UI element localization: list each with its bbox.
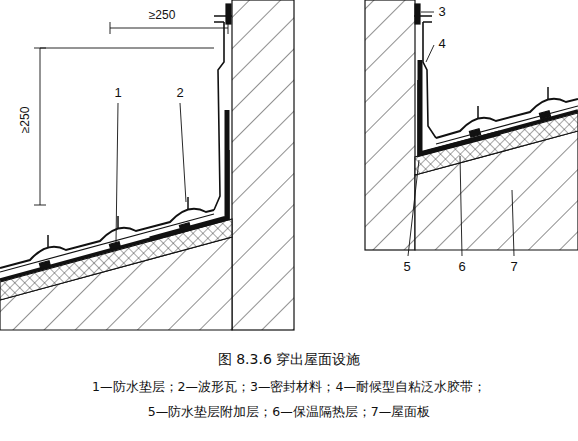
callout-number: 1: [114, 86, 121, 100]
callout-number: 4: [438, 37, 445, 51]
sealant: [226, 4, 231, 24]
wave-tile: [0, 209, 214, 268]
sealant: [415, 4, 420, 24]
insulation: [415, 113, 578, 175]
tile-underside: [0, 214, 214, 272]
wall: [365, 0, 415, 250]
dimension-line: [110, 22, 228, 34]
callout-number: 2: [176, 86, 183, 100]
leader-line: [116, 103, 186, 242]
callout-number: 7: [510, 260, 517, 274]
additional-layer: [150, 110, 227, 239]
wave-tile: [436, 99, 578, 138]
leader-line: [408, 12, 514, 256]
flashing: [423, 22, 436, 138]
dimension-text: ≥250: [19, 107, 32, 134]
tile-underside: [436, 106, 578, 144]
flashing: [214, 22, 224, 210]
dimension-text: ≥250: [149, 9, 176, 22]
legend-note: 5—防水垫层附加层；6—保温隔热层；7—屋面板: [148, 405, 430, 419]
wall: [232, 0, 294, 330]
underlayment: [419, 80, 578, 154]
figure-caption: 图 8.3.6 穿出屋面设施: [218, 352, 361, 367]
dimension-line: [34, 48, 214, 205]
additional-layer: [420, 60, 500, 154]
legend-note: 1—防水垫层；2—波形瓦；3—密封材料；4—耐候型自粘泛水胶带；: [92, 380, 486, 394]
callout-number: 6: [458, 260, 465, 274]
underlayment: [0, 150, 228, 280]
callout-number: 3: [438, 5, 445, 19]
callout-number: 5: [403, 260, 410, 274]
